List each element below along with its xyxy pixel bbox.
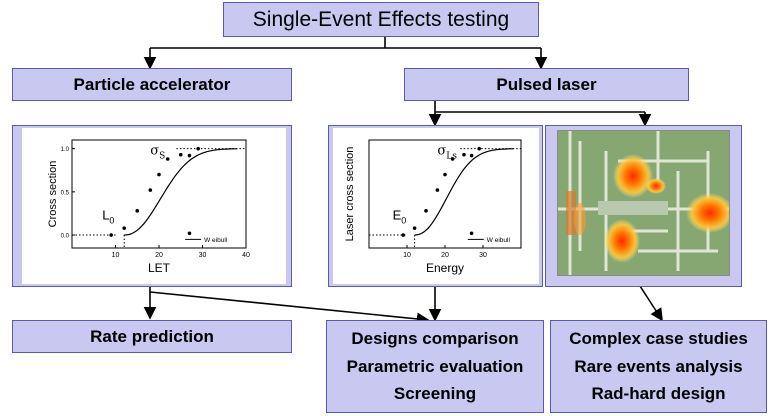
x-axis-label: Energy: [426, 261, 464, 275]
rad-hard-design-label: Rad-hard design: [591, 384, 726, 404]
right-results-box: Complex case studies Rare events analysi…: [550, 320, 767, 413]
threshold-subscript: 0: [109, 215, 114, 225]
saturation-subscript: S: [159, 152, 165, 162]
top-title: Single-Event Effects testing: [252, 7, 510, 31]
saturation-subscript: Ls: [446, 152, 457, 162]
x-tick-label: 20: [155, 252, 163, 259]
legend-label: W eibull: [487, 237, 511, 244]
data-point: [157, 172, 161, 177]
x-axis-label: LET: [148, 261, 171, 275]
data-point: [109, 233, 113, 237]
data-point: [469, 231, 474, 236]
weibull-curve: [414, 148, 514, 236]
data-point: [135, 209, 140, 213]
data-point: [462, 152, 466, 157]
middle-results-box: Designs comparison Parametric evaluation…: [326, 320, 544, 413]
saturation-annotation: σLs: [437, 144, 457, 162]
laser-mapping-image: [557, 130, 730, 276]
data-point: [187, 231, 192, 236]
x-tick-label: 40: [242, 252, 250, 259]
data-point: [424, 209, 428, 213]
x-tick-label: 30: [199, 252, 207, 259]
complex-case-studies-label: Complex case studies: [569, 328, 748, 348]
data-point: [412, 226, 417, 230]
particle-accelerator-box: Particle accelerator: [12, 68, 292, 101]
y-tick-label: 0.0: [61, 234, 70, 240]
particle-accelerator-label: Particle accelerator: [73, 74, 231, 94]
arrow-left-to-middle: [149, 291, 430, 326]
data-point: [469, 153, 474, 158]
screening-label: Screening: [393, 384, 477, 404]
x-tick-label: 20: [441, 252, 449, 259]
weibull-curve: [124, 148, 238, 236]
data-point: [450, 157, 455, 161]
data-point: [187, 153, 192, 158]
rate-prediction-box: Rate prediction: [12, 320, 292, 353]
data-point: [443, 172, 447, 177]
parametric-evaluation-label: Parametric evaluation: [346, 356, 524, 376]
threshold-subscript: 0: [401, 215, 406, 225]
legend-label: W eibull: [204, 237, 228, 244]
data-point: [165, 157, 170, 161]
y-tick-label: 1.0: [61, 147, 70, 153]
data-point: [401, 233, 405, 237]
x-tick-label: 30: [479, 252, 487, 259]
x-tick-label: 10: [112, 252, 120, 259]
data-point: [178, 152, 183, 157]
threshold-annotation: E0: [393, 207, 407, 225]
pulsed-laser-box: Pulsed laser: [404, 68, 689, 101]
data-point: [196, 146, 200, 151]
data-point: [435, 188, 440, 192]
y-axis-label: Cross section: [47, 161, 59, 228]
data-point: [477, 146, 481, 151]
data-point: [148, 188, 153, 192]
data-point: [122, 226, 126, 230]
top-title-box: Single-Event Effects testing: [223, 2, 539, 37]
pulsed-laser-label: Pulsed laser: [496, 74, 597, 94]
rate-prediction-label: Rate prediction: [90, 326, 214, 346]
y-tick-label: 0.5: [61, 190, 70, 196]
threshold-annotation: L0: [102, 207, 114, 225]
arrow-image-to-right: [639, 285, 663, 322]
designs-comparison-label: Designs comparison: [351, 328, 519, 348]
saturation-annotation: σS: [150, 144, 165, 162]
y-axis-label: Laser cross section: [344, 147, 356, 242]
rare-events-analysis-label: Rare events analysis: [574, 356, 743, 376]
x-tick-label: 10: [403, 252, 411, 259]
